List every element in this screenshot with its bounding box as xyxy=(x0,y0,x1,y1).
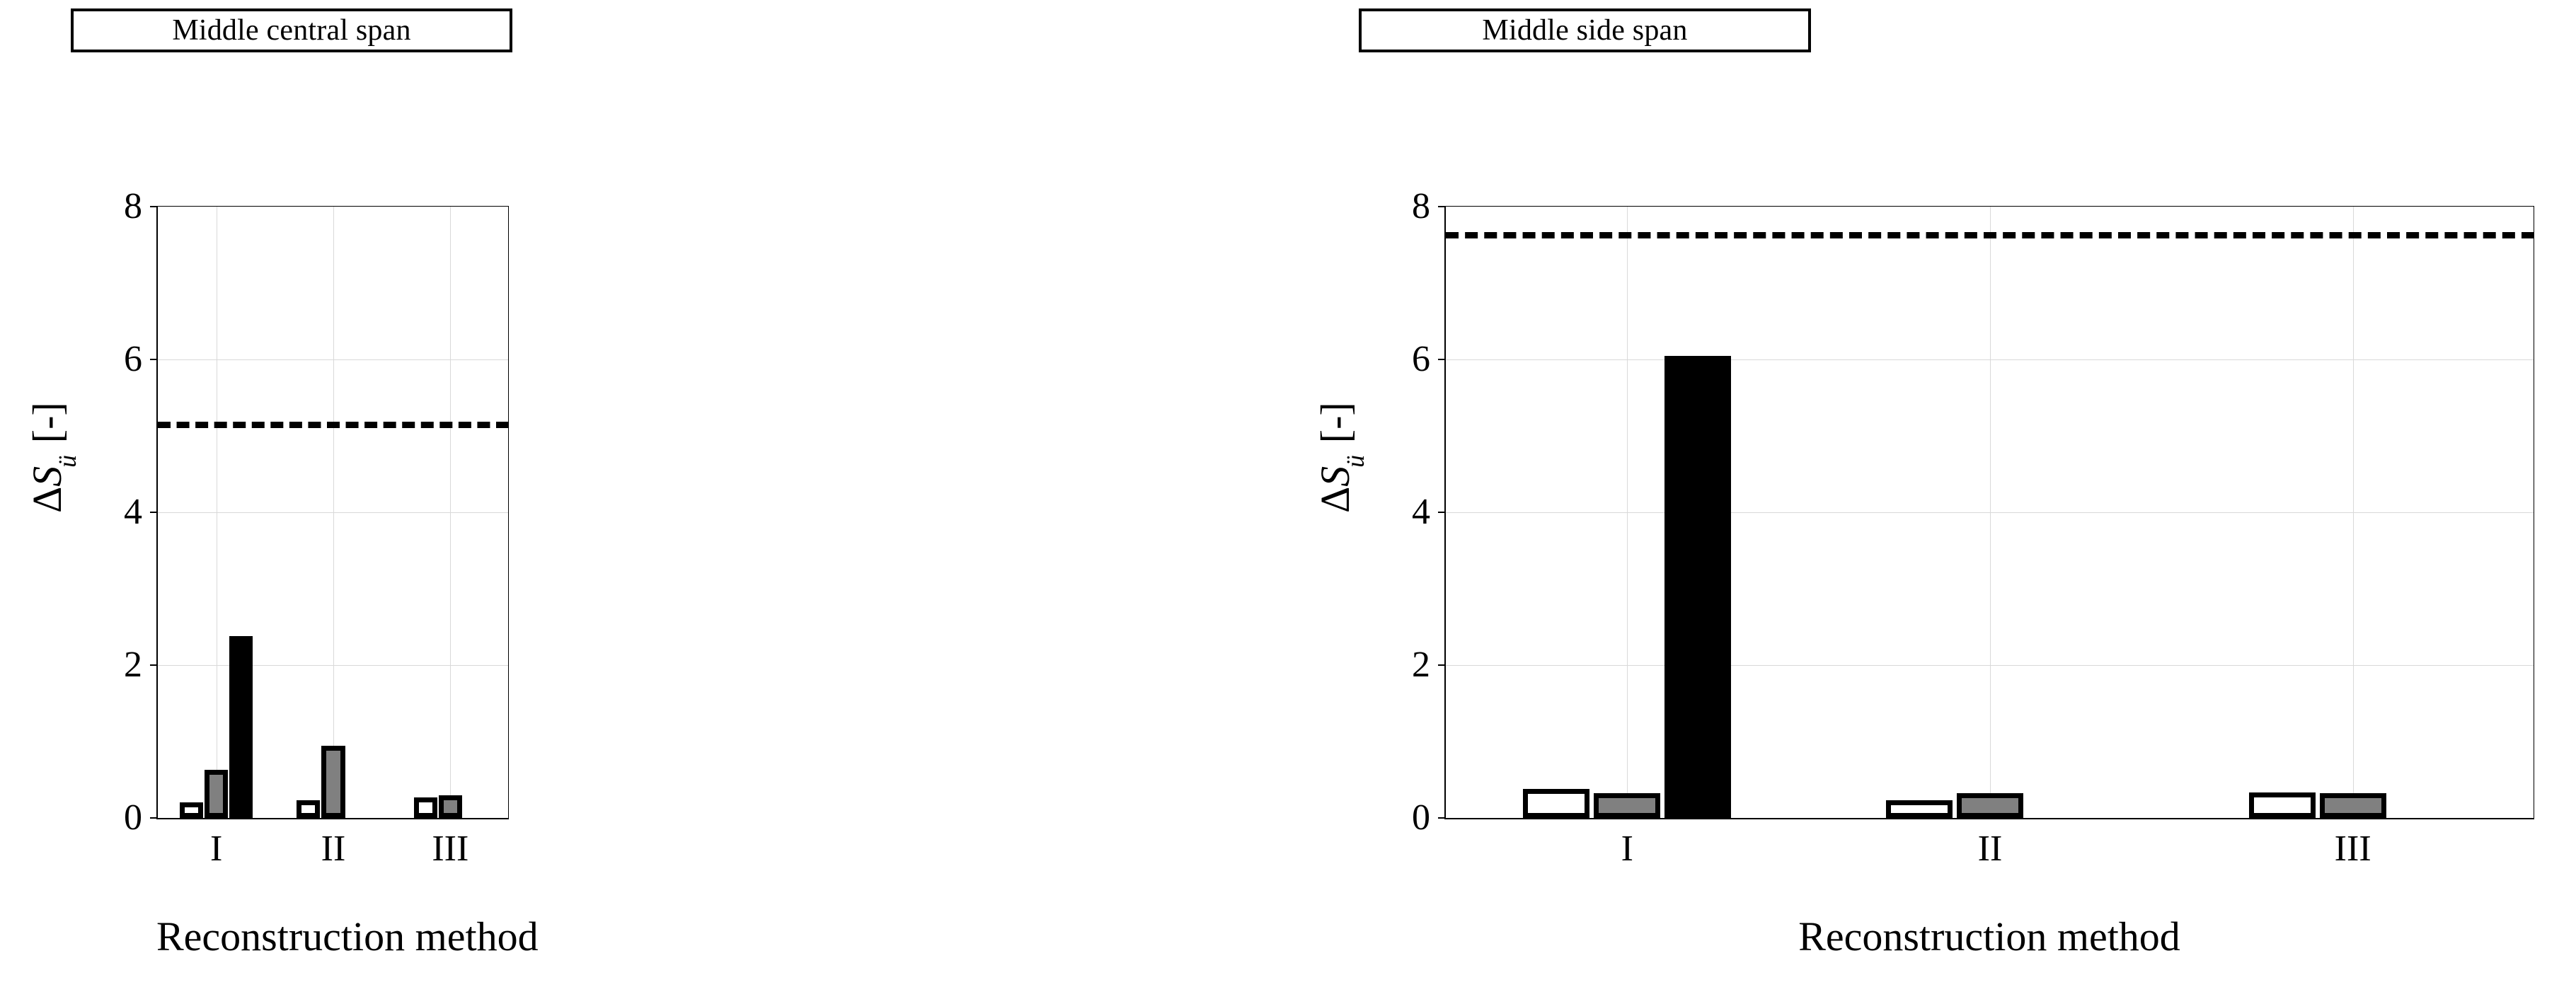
bar-white-II xyxy=(297,800,321,818)
bar-white-I xyxy=(179,802,203,818)
bar-white-III xyxy=(413,797,437,818)
y-axis-label-subscript: ü xyxy=(52,454,81,468)
y-axis-label: ΔSü [-] xyxy=(1312,402,1369,513)
y-axis-tick-label: 0 xyxy=(1412,797,1430,838)
y-axis-tick xyxy=(150,206,158,207)
threshold-line xyxy=(158,421,509,428)
y-axis-label-symbol: S xyxy=(24,466,70,487)
bar-gray-II xyxy=(321,746,345,818)
x-axis-tick-label: I xyxy=(1621,829,1633,869)
x-gridline xyxy=(1627,207,1628,818)
y-axis-tick xyxy=(1438,664,1446,666)
bar-gray-III xyxy=(2319,793,2386,818)
y-axis-tick-label: 6 xyxy=(1412,339,1430,379)
x-axis-label: Reconstruction method xyxy=(1798,913,2180,959)
x-axis-label: Reconstruction method xyxy=(156,913,539,959)
y-axis-label-delta: Δ xyxy=(24,486,70,513)
x-gridline xyxy=(450,207,451,818)
panel-title-box: Middle central span xyxy=(71,8,512,52)
x-axis-tick-label: II xyxy=(321,829,346,869)
y-axis-tick-label: 4 xyxy=(1412,492,1430,532)
x-axis-tick-label: III xyxy=(2334,829,2371,869)
bar-gray-III xyxy=(438,795,462,818)
bar-white-II xyxy=(1885,800,1953,818)
panel-title: Middle central span xyxy=(172,14,411,47)
y-axis-tick xyxy=(150,359,158,360)
bar-black-I xyxy=(229,635,253,818)
bar-black-I xyxy=(1664,355,1732,818)
panel-title: Middle side span xyxy=(1482,14,1688,47)
y-axis-label: ΔSü [-] xyxy=(24,402,81,513)
y-axis-tick-label: 6 xyxy=(124,339,142,379)
y-axis-tick-label: 4 xyxy=(124,492,142,532)
x-gridline xyxy=(2353,207,2354,818)
y-axis-tick-label: 2 xyxy=(1412,645,1430,685)
y-axis-tick xyxy=(150,664,158,666)
x-gridline xyxy=(1990,207,1991,818)
y-axis-label-unit: [-] xyxy=(24,402,70,444)
bar-gray-II xyxy=(1957,793,2023,818)
y-axis-tick-label: 8 xyxy=(1412,186,1430,226)
y-axis-label-symbol: S xyxy=(1312,466,1358,487)
panel-title-box: Middle side span xyxy=(1359,8,1811,52)
y-axis-tick xyxy=(1438,206,1446,207)
bar-white-III xyxy=(2248,792,2316,818)
y-axis-tick xyxy=(1438,512,1446,513)
x-axis-tick-label: III xyxy=(432,829,469,869)
y-axis-tick-label: 8 xyxy=(124,186,142,226)
y-axis-tick xyxy=(150,512,158,513)
y-axis-label-unit: [-] xyxy=(1312,402,1358,444)
bar-gray-I xyxy=(1594,793,1661,818)
x-gridline xyxy=(333,207,334,818)
x-axis-tick-label: II xyxy=(1977,829,2003,869)
y-axis-label-subscript: ü xyxy=(1340,454,1369,468)
y-axis-label-delta: Δ xyxy=(1312,486,1358,513)
x-axis-tick-label: I xyxy=(209,829,223,869)
y-axis-tick xyxy=(1438,359,1446,360)
y-axis-tick xyxy=(1438,817,1446,819)
y-axis-tick xyxy=(150,817,158,819)
y-axis-tick-label: 0 xyxy=(124,797,142,838)
bar-gray-I xyxy=(205,769,229,818)
y-axis-tick-label: 2 xyxy=(124,645,142,685)
bar-white-I xyxy=(1523,788,1590,818)
threshold-line xyxy=(1446,231,2534,238)
